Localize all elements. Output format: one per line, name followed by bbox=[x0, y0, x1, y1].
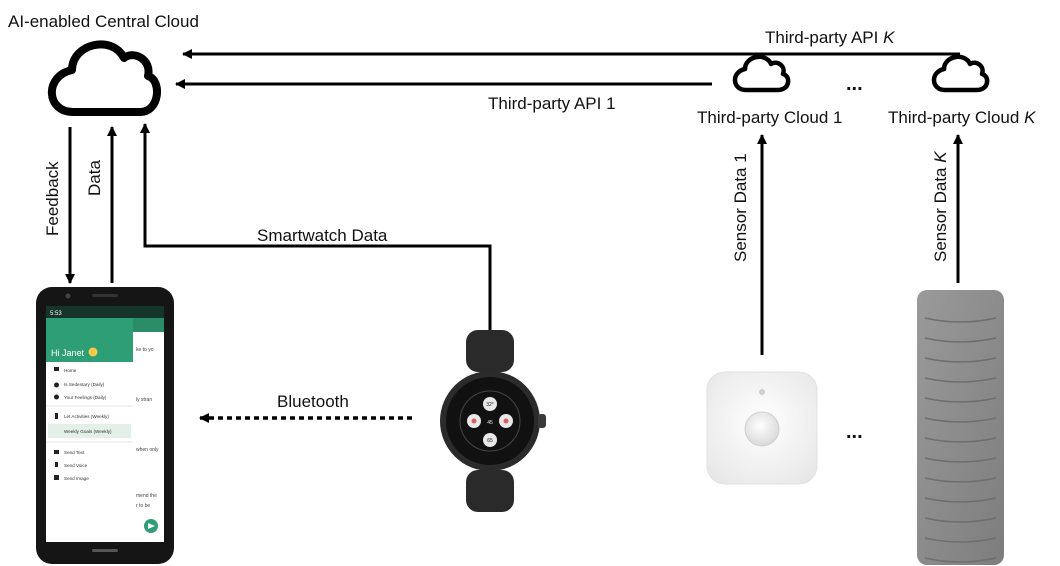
sleep-mat-ridge bbox=[924, 317, 997, 323]
sleep-mat-ridge bbox=[924, 397, 997, 403]
central-cloud-icon bbox=[47, 40, 161, 116]
drawer-item-send-text[interactable]: Send Text bbox=[64, 450, 85, 455]
sleep-mat-ridge bbox=[924, 377, 997, 383]
watch-value-bottom: 65 bbox=[487, 438, 493, 444]
phone-side-text-2: ly stran bbox=[136, 397, 152, 403]
third-party-cloud-k-icon bbox=[931, 54, 990, 93]
third-party-cloud-1-label: Third-party Cloud 1 bbox=[697, 108, 843, 127]
third-party-ellipsis: ... bbox=[846, 73, 863, 95]
sleep-mat-ridge bbox=[924, 537, 997, 543]
phone-side-text-3: when only bbox=[136, 447, 159, 453]
third-party-cloud-1-icon bbox=[732, 54, 791, 93]
watch-complication-bottom bbox=[483, 433, 497, 447]
sleep-mat-ridge bbox=[924, 437, 997, 443]
drawer-item-icons bbox=[53, 367, 60, 480]
phone-greeting: Hi Janet bbox=[51, 348, 85, 358]
sleep-mat-ridge bbox=[924, 517, 997, 523]
third-party-cloud-k-label: Third-party Cloud K bbox=[888, 108, 1036, 127]
api-1-label: Third-party API 1 bbox=[488, 94, 616, 113]
sleep-mat-ridge bbox=[924, 357, 997, 363]
smartphone-image: 5:53 Hi Janet Home Is Sedentary (Daily) … bbox=[36, 287, 174, 564]
motion-sensor-lens bbox=[744, 411, 780, 447]
sleep-mat-ridge bbox=[924, 457, 997, 463]
devices-ellipsis: ... bbox=[846, 421, 863, 443]
drawer-item-send-voice[interactable]: Send Voice bbox=[64, 463, 88, 468]
central-cloud-label: AI-enabled Central Cloud bbox=[8, 12, 199, 31]
sleep-mat-ridge bbox=[924, 497, 997, 503]
drawer-item-activities[interactable]: Let Activities (Weekly) bbox=[64, 414, 109, 419]
phone-status-bar bbox=[46, 306, 164, 318]
phone-side-text-1: ke to yo bbox=[136, 347, 154, 353]
api-k-label: Third-party API K bbox=[765, 28, 895, 47]
sleep-mat-ridge bbox=[924, 337, 997, 343]
motion-sensor-image bbox=[706, 371, 818, 485]
sleep-mat-ridge bbox=[924, 557, 997, 563]
data-label: Data bbox=[85, 160, 104, 196]
phone-greeting-emoji-icon bbox=[88, 347, 98, 357]
drawer-item-send-image[interactable]: Send Image bbox=[64, 476, 89, 481]
drawer-item-goals[interactable]: Weekly Goals (Weekly) bbox=[64, 429, 112, 434]
sleep-mat-image bbox=[917, 290, 1004, 565]
watch-complication-top bbox=[483, 397, 497, 411]
phone-side-text-5: r to be bbox=[136, 503, 150, 509]
smartwatch-data-arrow bbox=[140, 123, 492, 330]
drawer-item-home[interactable]: Home bbox=[64, 368, 77, 373]
bluetooth-label: Bluetooth bbox=[277, 392, 349, 411]
phone-side-text-4: mend the bbox=[136, 493, 157, 499]
smartwatch-image: 32° 45 65 bbox=[440, 330, 546, 512]
sleep-mat-ridge bbox=[924, 477, 997, 483]
sleep-mat-ridge bbox=[924, 417, 997, 423]
watch-value-mid: 45 bbox=[487, 420, 493, 426]
drawer-item-feelings[interactable]: Your Feelings (Daily) bbox=[64, 395, 107, 400]
sensor-data-1-label: Sensor Data 1 bbox=[731, 153, 750, 262]
drawer-item-sedentary[interactable]: Is Sedentary (Daily) bbox=[64, 382, 105, 387]
smartwatch-data-label: Smartwatch Data bbox=[257, 226, 388, 245]
sensor-data-k-label: Sensor Data K bbox=[931, 151, 950, 262]
feedback-label: Feedback bbox=[43, 161, 62, 236]
phone-status-time: 5:53 bbox=[50, 311, 62, 317]
watch-value-top: 32° bbox=[486, 402, 494, 408]
